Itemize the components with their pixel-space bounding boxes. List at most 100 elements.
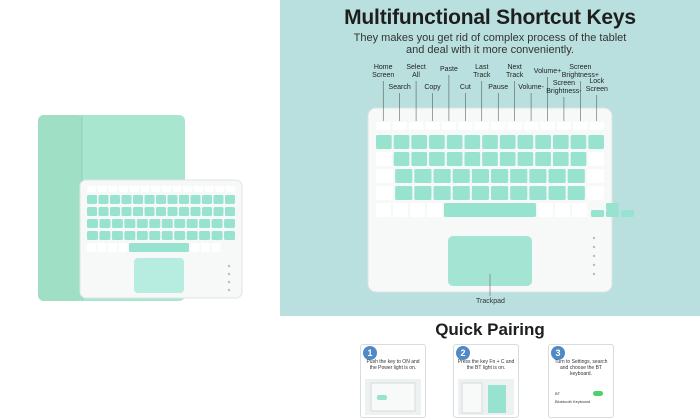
step-text: Push the key to ON and the Power light i… <box>366 359 420 371</box>
function-key <box>507 122 522 130</box>
product-photo-panel <box>0 0 278 420</box>
key <box>190 207 201 216</box>
key <box>133 195 143 204</box>
key <box>586 169 604 183</box>
arrow-key <box>591 210 604 217</box>
keyboard-keys <box>376 122 634 217</box>
key <box>172 186 182 192</box>
settings-row-label: BT <box>555 391 561 396</box>
bt-toggle-icon <box>593 391 603 396</box>
key <box>376 186 394 200</box>
key <box>99 219 111 228</box>
key <box>510 186 528 200</box>
key <box>225 207 235 216</box>
case-spine <box>38 115 82 301</box>
label-line-1: Volume- <box>518 84 544 91</box>
label-volume-up: Volume+ <box>526 68 570 76</box>
label-line-2: Brightness- <box>546 88 582 95</box>
function-key <box>392 122 407 130</box>
key <box>136 219 148 228</box>
key <box>211 231 223 240</box>
label-line-2: Screen <box>585 86 608 93</box>
key <box>179 195 189 204</box>
arrow-key <box>606 210 619 217</box>
label-line-1: Search <box>388 84 411 91</box>
key <box>529 186 547 200</box>
key <box>411 135 428 149</box>
key <box>548 186 566 200</box>
label-copy: Copy <box>411 84 455 92</box>
modifier-key <box>97 243 107 252</box>
key <box>202 195 212 204</box>
function-key <box>474 122 489 130</box>
key <box>97 186 107 192</box>
function-key <box>589 122 604 130</box>
key <box>190 195 201 204</box>
function-key <box>523 122 539 130</box>
quick-pairing-section: Quick Pairing 1 Push the key to ON and t… <box>280 316 700 420</box>
step-text: Press the key Fn + C and the BT light is… <box>457 359 515 371</box>
step-text: Turn to Settings, search and choose the … <box>554 359 608 377</box>
key <box>376 169 394 183</box>
label-line-1: Screen <box>569 64 592 71</box>
settings-row-bt: BT <box>555 391 605 396</box>
key <box>199 231 211 240</box>
label-line-2: Track <box>506 72 524 79</box>
settings-row-keyboard: Bluetooth Keyboard <box>555 399 605 404</box>
key <box>567 186 585 200</box>
key <box>471 169 489 183</box>
key <box>464 135 481 149</box>
keyboard-base <box>79 179 243 299</box>
key <box>224 219 235 228</box>
key <box>167 207 178 216</box>
key <box>167 195 178 204</box>
key <box>588 152 604 166</box>
key <box>144 195 155 204</box>
key <box>517 152 534 166</box>
key <box>149 219 161 228</box>
key <box>174 231 186 240</box>
function-key <box>556 122 572 130</box>
key <box>491 169 509 183</box>
key <box>87 219 98 228</box>
modifier-key <box>118 243 128 252</box>
trackpad <box>448 236 532 286</box>
function-key <box>491 122 506 130</box>
label-leader-lines <box>382 75 598 121</box>
key <box>411 152 428 166</box>
key <box>161 186 171 192</box>
key <box>108 186 118 192</box>
key <box>429 152 445 166</box>
modifier-key <box>538 203 553 217</box>
key <box>393 135 410 149</box>
label-line-2: Screen <box>372 72 395 79</box>
key <box>414 186 432 200</box>
shortcut-keys-panel: Multifunctional Shortcut Keys They makes… <box>280 0 700 316</box>
key <box>567 169 585 183</box>
label-line-2: Brightness+ <box>561 72 599 79</box>
key <box>87 186 97 192</box>
function-key <box>425 122 440 130</box>
label-line-1: Screen <box>552 80 576 87</box>
key <box>482 135 498 149</box>
key <box>119 186 129 192</box>
arrow-key <box>621 210 634 217</box>
key <box>376 135 392 149</box>
power-switch-illustration <box>365 379 421 415</box>
modifier-key <box>572 203 587 217</box>
key <box>121 207 132 216</box>
key <box>199 219 211 228</box>
key <box>225 195 235 204</box>
label-line-1: Lock <box>589 78 605 85</box>
modifier-key <box>87 243 96 252</box>
key <box>452 186 470 200</box>
label-line-1: Pause <box>488 84 509 91</box>
label-pause: Pause <box>476 84 520 92</box>
subtitle-line-1: They makes you get rid of complex proces… <box>353 32 627 44</box>
key <box>161 219 173 228</box>
label-cut: Cut <box>443 84 487 92</box>
key <box>204 186 214 192</box>
